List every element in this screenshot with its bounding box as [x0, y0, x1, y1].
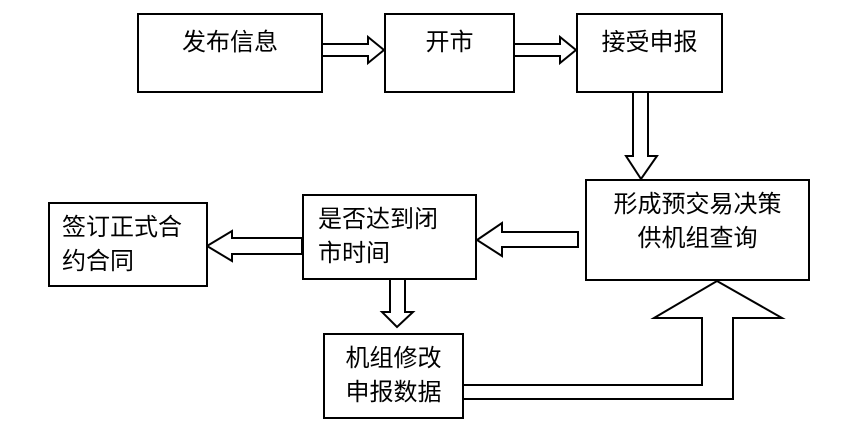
arrow-accept-to-decision	[624, 91, 659, 181]
node-publish-info: 发布信息	[137, 13, 323, 93]
arrow-closetime-to-contract	[205, 229, 303, 263]
node-market-open: 开市	[384, 13, 515, 93]
node-label: 是否达到闭 市时间	[318, 205, 438, 267]
node-label: 形成预交易决策 供机组查询	[613, 190, 782, 252]
node-modify-bid-data: 机组修改 申报数据	[323, 333, 464, 419]
arrow-open-to-accept	[513, 34, 578, 66]
node-label: 开市	[425, 28, 474, 56]
node-label: 发布信息	[182, 28, 278, 56]
node-label: 接受申报	[601, 28, 698, 56]
node-close-time-check: 是否达到闭 市时间	[302, 194, 477, 280]
node-pre-trade-decision: 形成预交易决策 供机组查询	[585, 179, 810, 281]
node-sign-contract: 签订正式合 约合同	[48, 202, 208, 287]
node-accept-bids: 接受申报	[576, 13, 723, 93]
arrow-decision-to-closetime	[475, 221, 579, 258]
arrow-modify-to-decision	[462, 279, 786, 400]
node-label: 签订正式合 约合同	[62, 213, 182, 275]
node-label: 机组修改 申报数据	[345, 344, 442, 406]
arrow-publish-to-open	[321, 34, 386, 66]
arrow-closetime-to-modify	[379, 278, 416, 329]
